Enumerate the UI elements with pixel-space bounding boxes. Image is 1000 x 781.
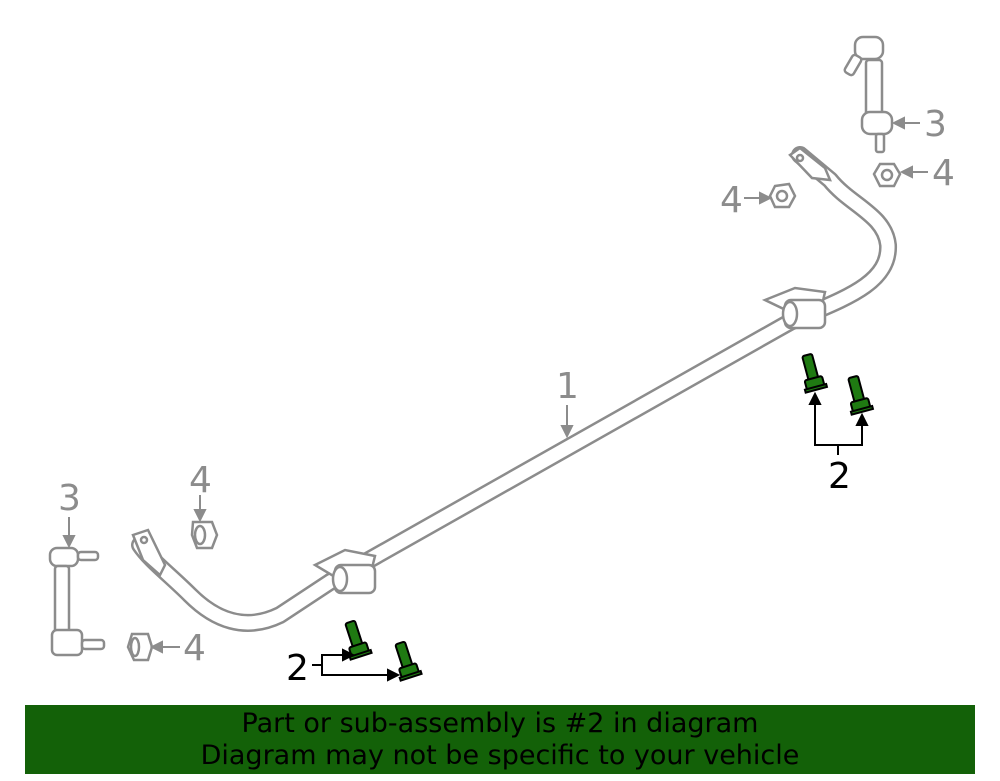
callout-3-left: 3	[58, 478, 81, 519]
callout-4-right-top: 4	[932, 153, 955, 194]
callout-4-right-mid: 4	[720, 180, 743, 221]
stabilizer-bar	[131, 146, 897, 632]
callout-3-right: 3	[924, 104, 947, 145]
nut-left-top	[190, 520, 219, 550]
bolt-icon	[847, 375, 875, 416]
nut-right-top	[872, 162, 902, 188]
bolt-icon	[801, 353, 829, 394]
banner-line-2: Diagram may not be specific to your vehi…	[200, 740, 800, 771]
nut-right-mid	[768, 182, 797, 209]
callout-labels: 1 2 2 3 3 4 4 4 4	[58, 104, 955, 689]
callout-2-right: 2	[828, 456, 851, 497]
left-bar-end-bracket	[131, 528, 167, 578]
right-stabilizer-link	[843, 35, 894, 154]
banner-line-1: Part or sub-assembly is #2 in diagram	[241, 708, 759, 739]
nut-left-bottom	[126, 632, 154, 662]
left-bushing-bracket	[312, 548, 377, 595]
bolts-highlighted	[344, 353, 875, 682]
right-bar-end-bracket	[788, 146, 832, 182]
callout-4-left-bottom: 4	[183, 628, 206, 669]
leader-lines-black	[312, 391, 869, 682]
callout-2-left: 2	[286, 648, 309, 689]
callout-4-left-top: 4	[189, 460, 212, 501]
nuts	[126, 162, 902, 662]
callout-1: 1	[556, 366, 579, 407]
leader-lines-gray	[62, 116, 928, 654]
left-stabilizer-link	[48, 546, 106, 657]
right-bushing-bracket	[761, 286, 827, 330]
bolt-icon	[344, 619, 373, 661]
bolt-icon	[394, 640, 423, 682]
disclaimer-banner: Part or sub-assembly is #2 in diagram Di…	[25, 705, 975, 774]
